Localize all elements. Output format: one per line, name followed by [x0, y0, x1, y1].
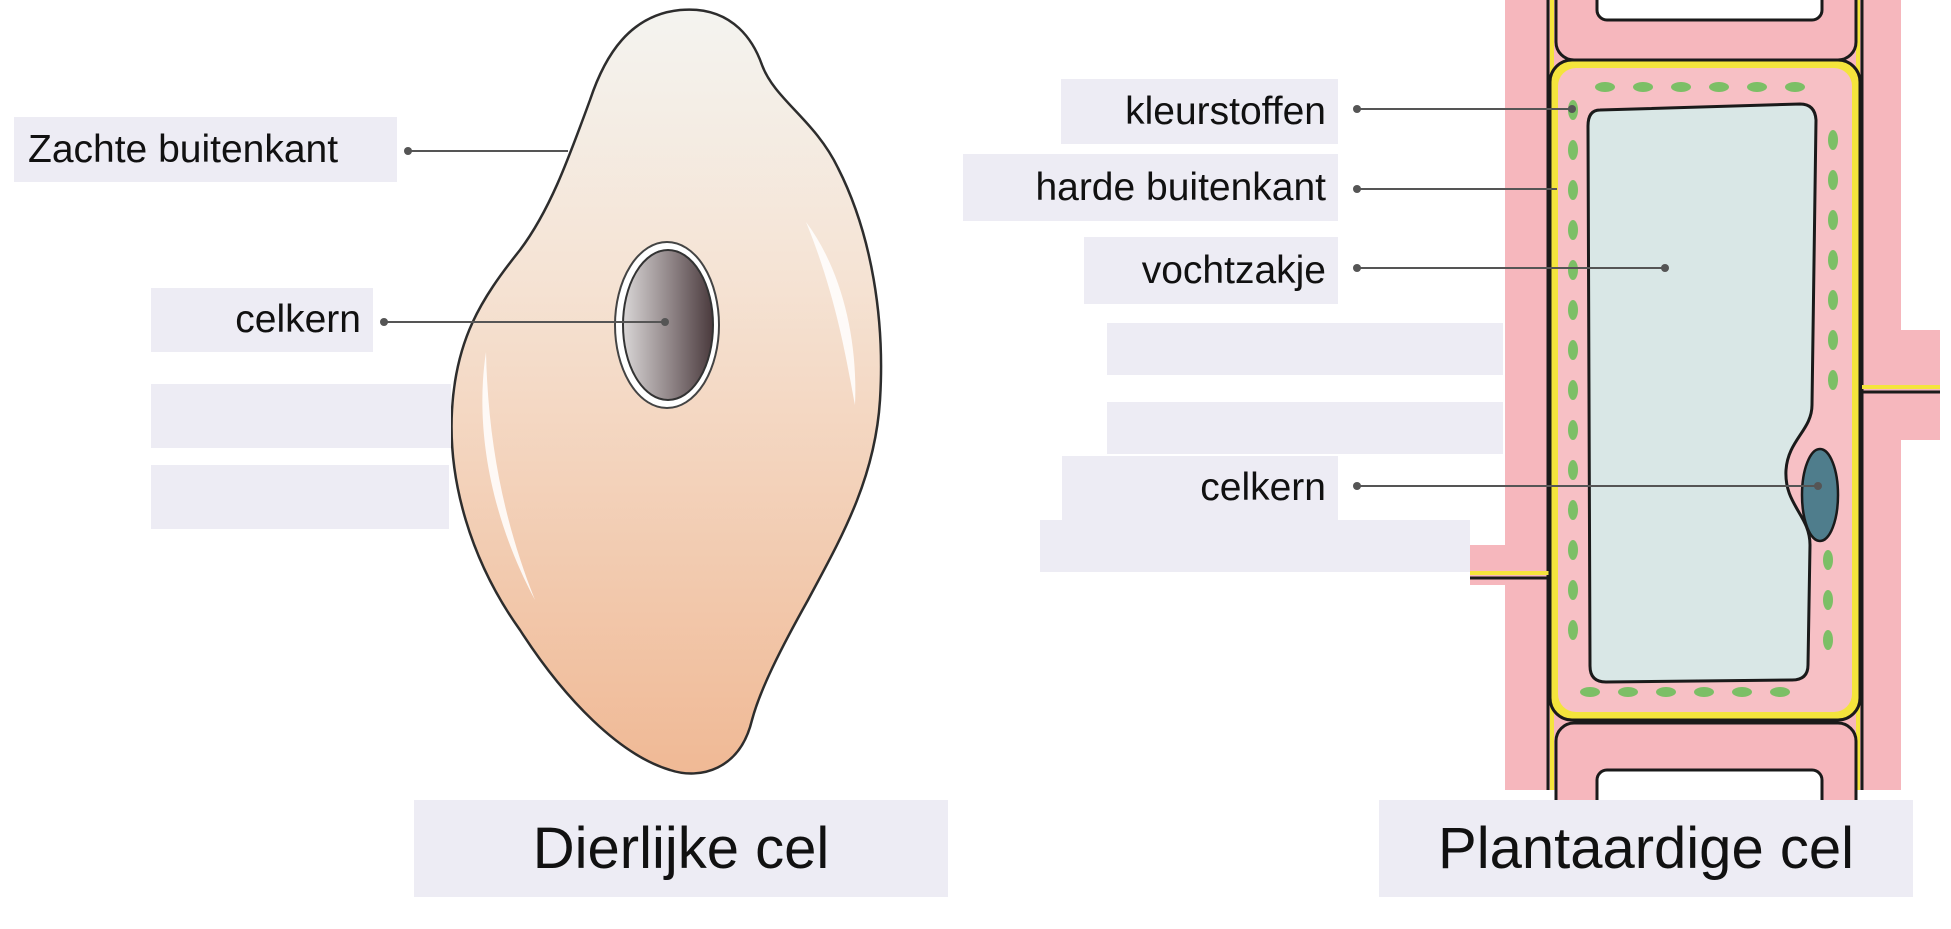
chloroplast — [1568, 620, 1578, 640]
neighbour-vacuole — [1595, 0, 1824, 22]
label-animal-nucleus: celkern — [151, 288, 373, 352]
chloroplast — [1568, 340, 1578, 360]
chloroplast — [1568, 300, 1578, 320]
plant-vacuole — [1586, 102, 1818, 684]
chloroplast — [1828, 250, 1838, 270]
chloroplast — [1618, 687, 1638, 697]
chloroplast — [1823, 590, 1833, 610]
plant-tissue-edge — [1860, 0, 1900, 790]
chloroplast — [1828, 130, 1838, 150]
label-vacuole: vochtzakje — [1084, 237, 1338, 304]
label-empty-1[interactable] — [151, 384, 451, 448]
animal-cell-highlight — [482, 352, 535, 600]
label-soft-outer: Zachte buitenkant — [14, 117, 397, 182]
label-hard-outer: harde buitenkant — [963, 154, 1338, 221]
leader-dot — [1353, 264, 1361, 272]
label-empty-3[interactable] — [1107, 323, 1503, 375]
chloroplast — [1568, 460, 1578, 480]
caption-plant-cell: Plantaardige cel — [1379, 800, 1913, 897]
animal-cell-highlight — [806, 222, 856, 405]
label-empty-2[interactable] — [151, 465, 449, 529]
leader-dot — [1353, 482, 1361, 490]
leader-dot — [1814, 482, 1822, 490]
chloroplast — [1770, 687, 1790, 697]
plant-nucleus — [1800, 447, 1840, 543]
chloroplast — [1568, 420, 1578, 440]
chloroplast — [1828, 290, 1838, 310]
leader-dot — [1353, 185, 1361, 193]
chloroplast — [1828, 370, 1838, 390]
leader-dot — [404, 147, 412, 155]
leader-dot — [1353, 105, 1361, 113]
chloroplast — [1828, 210, 1838, 230]
chloroplast — [1709, 82, 1729, 92]
label-pigments: kleurstoffen — [1061, 79, 1338, 144]
chloroplast — [1595, 82, 1615, 92]
leader-dot — [380, 318, 388, 326]
chloroplast — [1568, 140, 1578, 160]
chloroplast — [1732, 687, 1752, 697]
chloroplast — [1633, 82, 1653, 92]
chloroplast — [1568, 580, 1578, 600]
leader-dot — [1661, 264, 1669, 272]
chloroplast — [1828, 330, 1838, 350]
chloroplast — [1671, 82, 1691, 92]
caption-animal-cell: Dierlijke cel — [414, 800, 948, 897]
chloroplast — [1823, 630, 1833, 650]
chloroplast — [1747, 82, 1767, 92]
chloroplast — [1785, 82, 1805, 92]
chloroplast — [1828, 170, 1838, 190]
leader-dot — [661, 318, 669, 326]
chloroplast — [1823, 550, 1833, 570]
label-empty-4[interactable] — [1107, 402, 1503, 454]
chloroplast — [1656, 687, 1676, 697]
chloroplast — [1568, 500, 1578, 520]
animal-nucleus — [622, 249, 714, 401]
chloroplast — [1568, 540, 1578, 560]
animal-cell — [380, 8, 883, 775]
label-empty-5[interactable] — [1040, 520, 1470, 572]
chloroplasts — [1568, 82, 1838, 697]
chloroplast — [1580, 687, 1600, 697]
plant-cell — [1353, 0, 1940, 832]
label-plant-nucleus: celkern — [1062, 456, 1338, 520]
chloroplast — [1694, 687, 1714, 697]
chloroplast — [1568, 260, 1578, 280]
chloroplast — [1568, 380, 1578, 400]
leader-dot — [1568, 105, 1576, 113]
chloroplast — [1568, 220, 1578, 240]
chloroplast — [1568, 180, 1578, 200]
